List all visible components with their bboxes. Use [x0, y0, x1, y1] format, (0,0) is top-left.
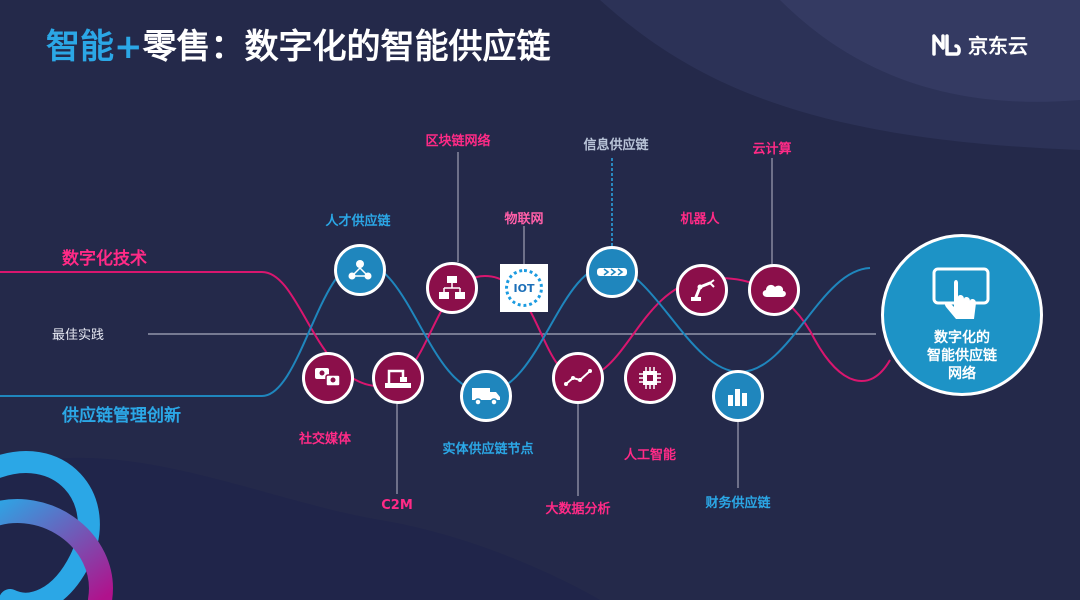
people-network-icon [348, 260, 372, 280]
cloud-icon [762, 284, 786, 297]
node-label: 实体供应链节点 [442, 442, 534, 457]
title-highlight: 智能+ [46, 27, 143, 67]
node-label: 财务供应链 [705, 496, 771, 511]
chip-icon [639, 367, 661, 389]
node-label: 社交媒体 [298, 432, 352, 447]
node-label: 大数据分析 [545, 502, 611, 517]
robot-arm-icon [691, 279, 715, 301]
arrows-forward-icon [597, 268, 627, 276]
trend-line-icon [564, 369, 592, 386]
talent-supply-chain-node [334, 244, 386, 296]
best-practice-label: 最佳实践 [52, 328, 105, 343]
bar-chart-icon [728, 389, 747, 406]
factory-robot-icon [385, 369, 411, 388]
blockchain-computers-icon [439, 276, 465, 299]
iot-node: IOT [500, 264, 548, 312]
page-title: 智能+零售：数字化的智能供应链 [46, 30, 551, 64]
node-label: 区块链网络 [425, 134, 491, 149]
touch-screen-icon [932, 267, 990, 319]
cloud-computing-node [748, 264, 800, 316]
social-media-node [302, 352, 354, 404]
node-label: 云计算 [752, 142, 792, 157]
truck-icon [472, 388, 500, 406]
title-main: 零售：数字化的智能供应链 [142, 27, 551, 67]
iot-logo: IOT [505, 269, 543, 307]
node-label: 人工智能 [623, 448, 677, 463]
digital-supply-network-circle: 数字化的 智能供应链 网络 [881, 234, 1043, 396]
robot-node [676, 264, 728, 316]
center-line-2: 智能供应链 [927, 348, 997, 364]
center-label: 数字化的 智能供应链 网络 [884, 329, 1040, 383]
node-label: C2M [381, 498, 413, 513]
big-data-node [552, 352, 604, 404]
finance-supply-chain-node [712, 370, 764, 422]
iot-logo-text: IOT [513, 281, 535, 295]
info-supply-chain-node [586, 246, 638, 298]
node-label: 信息供应链 [583, 138, 649, 153]
supply-chain-innovation-label: 供应链管理创新 [62, 406, 181, 426]
jdcloud-logo-icon [932, 33, 961, 56]
digital-tech-label: 数字化技术 [62, 249, 147, 269]
brand-logo: 京东云 [932, 30, 1028, 59]
center-line-1: 数字化的 [934, 330, 990, 346]
node-label: 物联网 [504, 212, 544, 227]
blockchain-node [426, 262, 478, 314]
brand-name: 京东云 [968, 34, 1028, 58]
chat-people-icon [315, 368, 341, 387]
c2m-node [372, 352, 424, 404]
center-line-3: 网络 [948, 366, 976, 382]
ai-node [624, 352, 676, 404]
node-label: 人才供应链 [325, 214, 391, 229]
physical-node [460, 370, 512, 422]
node-label: 机器人 [680, 212, 720, 227]
